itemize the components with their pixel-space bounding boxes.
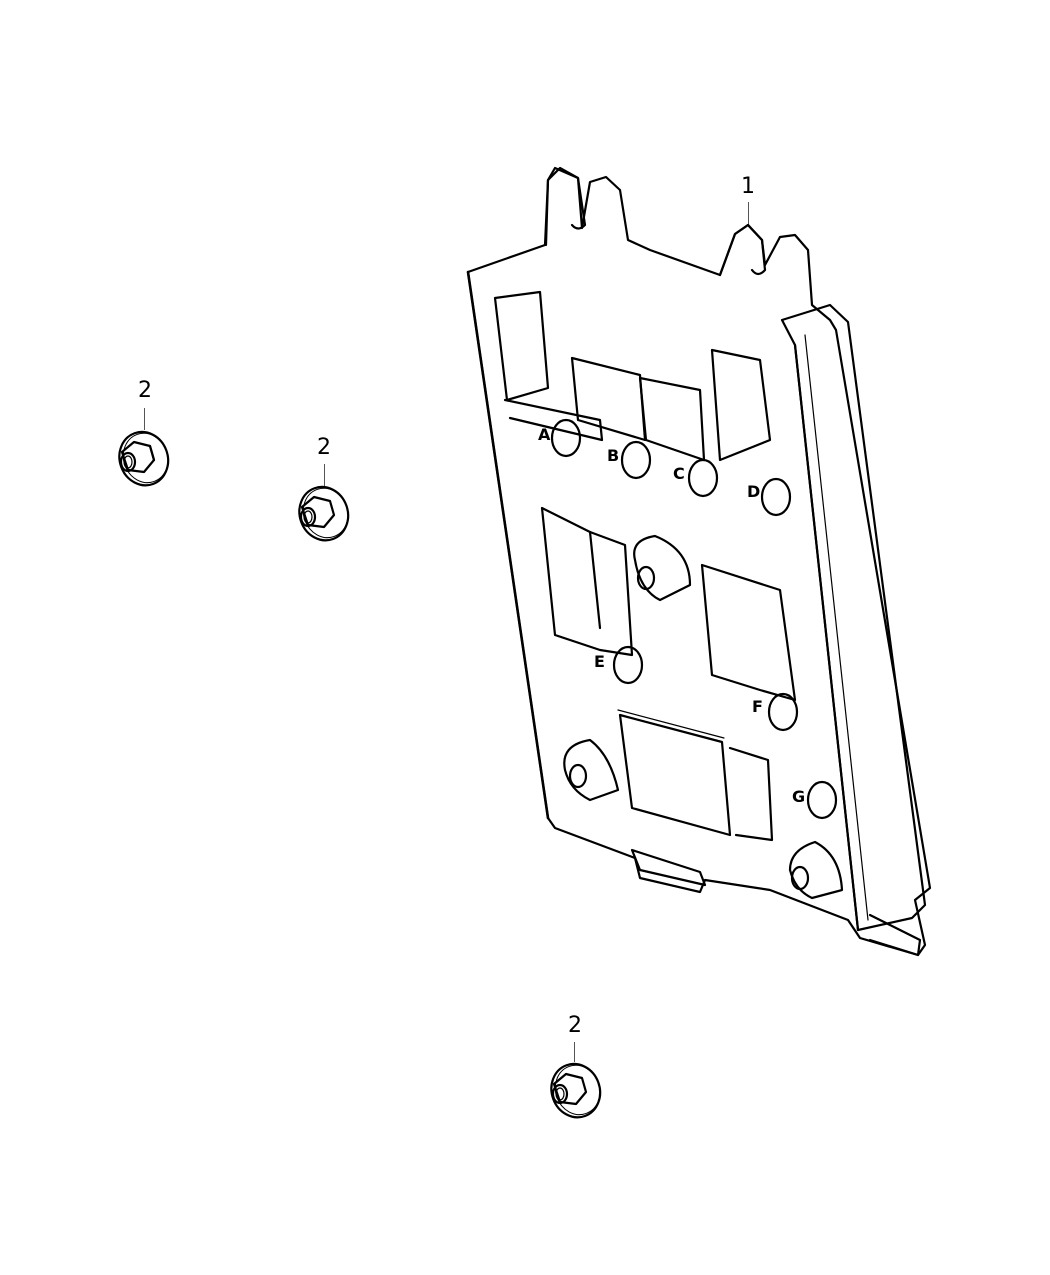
callout-2-nut-bottom: 2: [568, 1013, 582, 1038]
leader-line-2c: [574, 1042, 575, 1062]
leader-line-1: [748, 202, 749, 226]
socket-label-f: F: [752, 697, 763, 716]
flange-nut-icon: [550, 1062, 602, 1119]
callout-2-nut-middle: 2: [317, 435, 331, 460]
leader-line-2a: [144, 408, 145, 430]
callout-2-nut-left: 2: [138, 378, 152, 403]
socket-label-e: E: [594, 652, 605, 671]
socket-label-g: G: [792, 787, 805, 806]
socket-label-d: D: [747, 482, 760, 501]
flange-nut-icon: [298, 485, 350, 542]
callout-1: 1: [741, 174, 755, 199]
socket-label-a: A: [538, 425, 551, 444]
socket-label-b: B: [607, 446, 619, 465]
mounting-bracket-panel: [466, 166, 932, 957]
socket-label-c: C: [673, 464, 685, 483]
leader-line-2b: [324, 464, 325, 486]
socket-letters: A B C D E F G: [538, 425, 805, 806]
flange-nut-icon: [118, 430, 170, 487]
